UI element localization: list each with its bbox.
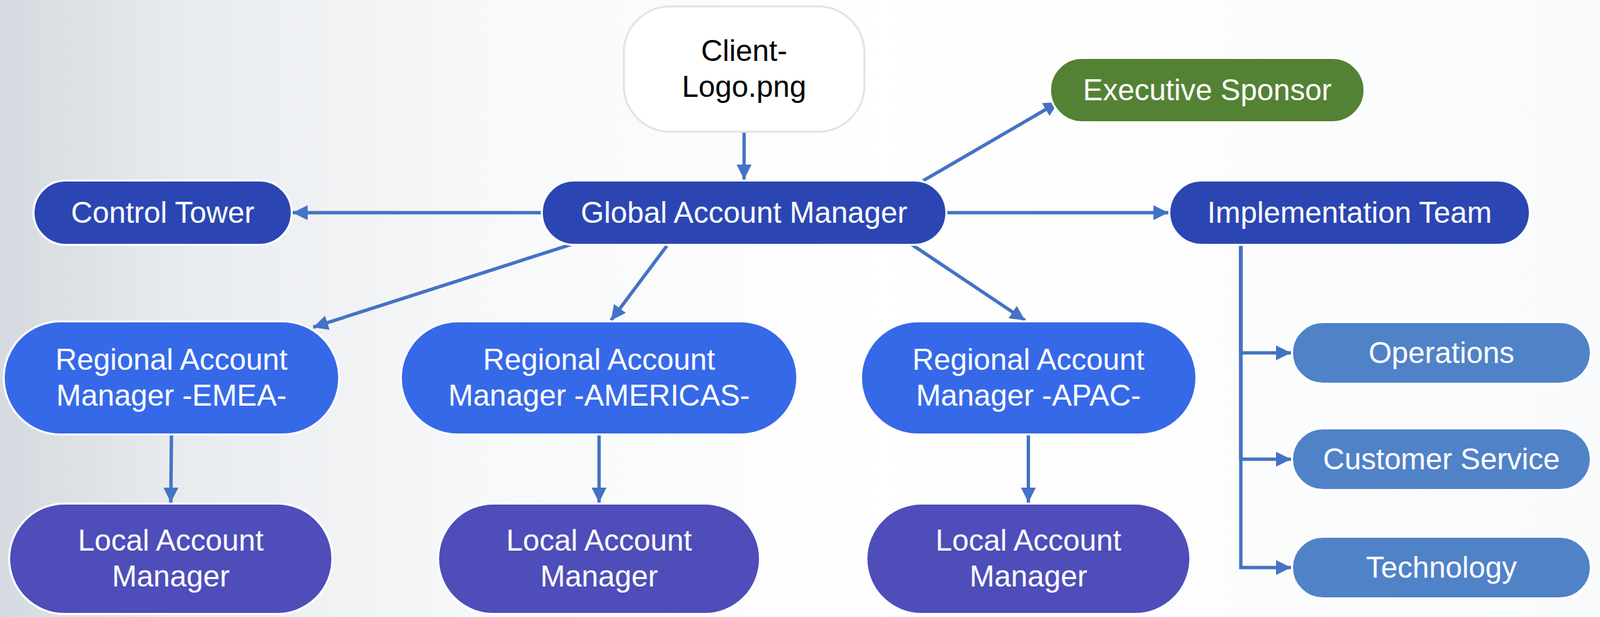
text-stack: Regional Account Manager -EMEA- — [22, 342, 321, 415]
function-box: Operations — [1290, 321, 1592, 385]
local-box: Local Account Manager — [437, 502, 762, 616]
node-label: Regional Account Manager -EMEA- — [22, 342, 321, 415]
local-box: Local Account Manager — [8, 502, 334, 616]
connector-arrow — [1240, 245, 1291, 568]
connector-arrow — [1240, 245, 1291, 460]
node-label: Client- Logo.png — [669, 33, 819, 106]
regional-box: Regional Account Manager -APAC- — [859, 320, 1198, 436]
connector-arrow — [947, 211, 1169, 215]
connector-arrow — [742, 132, 747, 180]
node-label: Executive Sponsor — [1082, 72, 1332, 109]
text-stack: Regional Account Manager -AMERICAS- — [436, 342, 762, 415]
client-logo-box: Client- Logo.png — [622, 5, 866, 133]
local-box: Local Account Manager — [865, 502, 1192, 616]
text-stack: Local Account Manager — [28, 523, 314, 596]
node-label: Local Account Manager — [456, 523, 742, 596]
team-box: Implementation Team — [1168, 179, 1531, 246]
connector-arrow — [1026, 435, 1031, 503]
connector-arrow — [313, 241, 582, 328]
connector-arrow — [1240, 245, 1291, 354]
node-label: Local Account Manager — [886, 523, 1172, 596]
connector-arrow — [292, 211, 541, 215]
connector-arrow — [170, 435, 172, 503]
node-label: Local Account Manager — [28, 523, 314, 596]
regional-box: Regional Account Manager -EMEA- — [2, 320, 341, 436]
text-stack: Executive Sponsor — [1082, 72, 1332, 109]
role-box: Global Account Manager — [540, 179, 948, 246]
node-label: Control Tower — [71, 195, 255, 232]
node-label: Technology — [1366, 550, 1518, 587]
connector-arrow — [906, 241, 1026, 321]
text-stack: Local Account Manager — [456, 523, 742, 596]
node-label: Global Account Manager — [580, 195, 908, 232]
node-label: Regional Account Manager -AMERICAS- — [436, 342, 762, 415]
connector-arrow — [922, 102, 1059, 181]
role-box: Control Tower — [32, 179, 293, 246]
text-stack: Customer Service — [1322, 441, 1561, 478]
text-stack: Global Account Manager — [580, 195, 908, 232]
text-stack: Local Account Manager — [886, 523, 1172, 596]
node-label: Regional Account Manager -APAC- — [879, 342, 1178, 415]
node-label: Customer Service — [1322, 441, 1561, 478]
text-stack: Implementation Team — [1207, 195, 1493, 232]
function-box: Technology — [1290, 536, 1592, 600]
text-stack: Technology — [1366, 550, 1518, 587]
text-stack: Control Tower — [71, 195, 255, 232]
connector-arrow — [611, 245, 667, 321]
node-label: Implementation Team — [1207, 195, 1493, 232]
text-stack: Operations — [1368, 335, 1514, 372]
text-stack: Client- Logo.png — [669, 33, 819, 106]
sponsor-box: Executive Sponsor — [1049, 56, 1366, 124]
node-label: Operations — [1368, 335, 1514, 372]
connector-arrow — [597, 435, 602, 503]
function-box: Customer Service — [1290, 427, 1592, 492]
regional-box: Regional Account Manager -AMERICAS- — [399, 320, 799, 436]
text-stack: Regional Account Manager -APAC- — [879, 342, 1178, 415]
